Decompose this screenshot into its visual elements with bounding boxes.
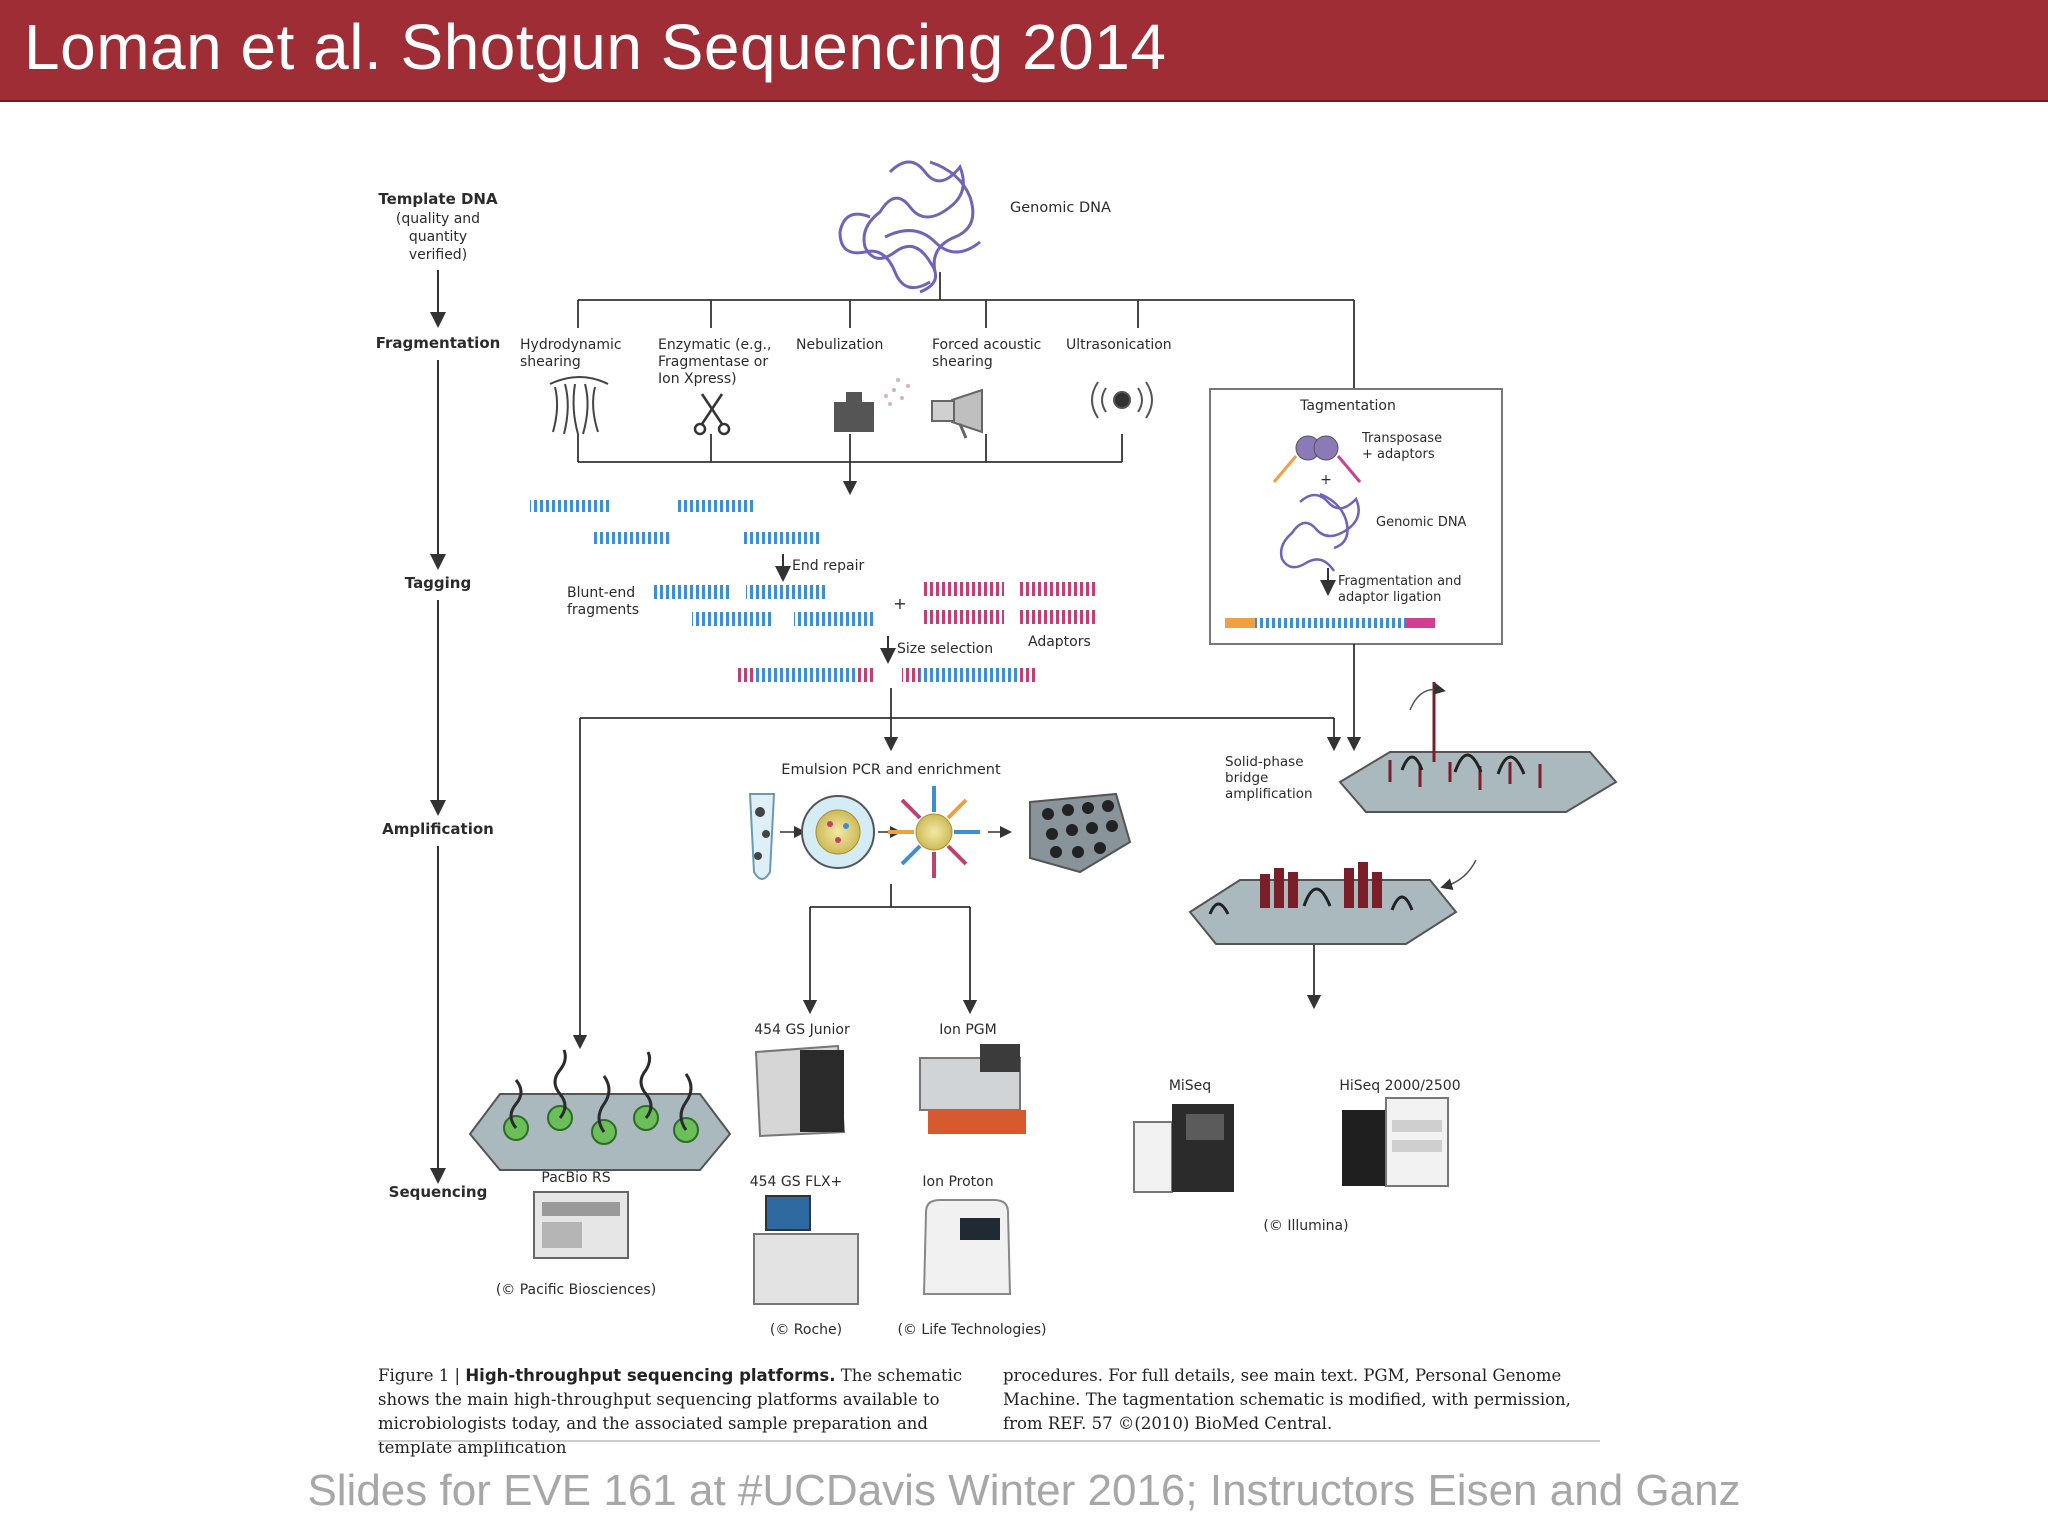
dna-fragments: [530, 500, 822, 544]
credit-pacbio: (© Pacific Biosciences): [496, 1282, 656, 1298]
tagmentation-title: Tagmentation: [1299, 398, 1396, 414]
platform-gs-flx-label: 454 GS FLX+: [750, 1174, 843, 1190]
plus-sign: +: [893, 594, 906, 613]
method-forced-acoustic: shearing: [932, 354, 993, 370]
platform-hiseq-label: HiSeq 2000/2500: [1339, 1078, 1460, 1094]
method-enzymatic: Enzymatic (e.g.,: [658, 337, 771, 353]
platform-gs-junior-label: 454 GS Junior: [754, 1022, 850, 1038]
slide-header: Loman et al. Shotgun Sequencing 2014: [0, 0, 2048, 102]
ion-pgm-instrument: [919, 1044, 1026, 1134]
step-amplification: Amplification: [382, 820, 494, 838]
pacbio-rs-instrument: [533, 1191, 629, 1259]
gs-flx-instrument: [753, 1195, 859, 1305]
method-hydrodynamic: shearing: [520, 354, 581, 370]
shearing-icon: [549, 376, 609, 435]
caption-divider: [378, 1440, 1600, 1442]
flowcell-top: [1338, 682, 1618, 813]
genomic-dna-icon: [1279, 492, 1360, 572]
caption-figure-title: High-throughput sequencing platforms.: [465, 1366, 836, 1385]
method-nebulization: Nebulization: [796, 337, 883, 353]
tagmentation-box: Tagmentation Transposase + adaptors + Ge…: [1209, 388, 1503, 645]
blunt-end-label: Blunt-end: [567, 585, 635, 601]
adaptors-label: Adaptors: [1028, 634, 1091, 650]
slide-footer: Slides for EVE 161 at #UCDavis Winter 20…: [307, 1466, 1741, 1515]
credit-illumina: (© Illumina): [1263, 1218, 1348, 1234]
ultrasound-icon: [1091, 381, 1153, 419]
template-note: quantity: [409, 229, 467, 245]
gs-junior-instrument: [754, 1044, 846, 1138]
genomic-dna-label: Genomic DNA: [1376, 515, 1467, 530]
method-enzymatic: Ion Xpress): [658, 371, 737, 387]
figure-panel: Template DNA (quality and quantity verif…: [330, 122, 1642, 1457]
size-selection-label: Size selection: [897, 641, 993, 657]
caption-right-text: procedures. For full details, see main t…: [1003, 1366, 1571, 1433]
credit-life-technologies: (© Life Technologies): [898, 1322, 1047, 1338]
transposase-label: Transposase: [1361, 431, 1442, 446]
emulsion-pcr-illustration: [748, 786, 1132, 880]
caption-figure-label: Figure 1 |: [378, 1366, 466, 1385]
transposase-label: + adaptors: [1362, 447, 1435, 462]
step-sequencing: Sequencing: [389, 1183, 488, 1201]
method-enzymatic: Fragmentase or: [658, 354, 768, 370]
end-repair-label: End repair: [792, 558, 864, 574]
fragmentation-label: adaptor ligation: [1338, 590, 1441, 605]
transposase-icon: [1272, 435, 1362, 483]
step-tagging: Tagging: [405, 574, 471, 592]
sequencing-workflow-diagram: Template DNA (quality and quantity verif…: [376, 160, 1618, 1338]
step-template-dna: Template DNA: [378, 190, 498, 208]
platform-pacbio-label: PacBio RS: [541, 1170, 610, 1186]
step-column: Template DNA (quality and quantity verif…: [376, 190, 501, 1201]
pacbio-smrt-cell-icon: [468, 1049, 732, 1171]
scissors-icon: [693, 393, 731, 436]
tagged-fragments: [738, 668, 1037, 682]
blunt-end-label: fragments: [567, 602, 639, 618]
platform-ion-proton-label: Ion Proton: [922, 1174, 993, 1190]
method-hydrodynamic: Hydrodynamic: [520, 337, 622, 353]
adaptors: [924, 582, 1098, 624]
blunt-end-fragments: [652, 585, 874, 626]
slide-title: Loman et al. Shotgun Sequencing 2014: [24, 11, 1167, 83]
plus-sign: +: [1320, 472, 1332, 488]
genomic-dna-label: Genomic DNA: [1010, 200, 1111, 216]
method-forced-acoustic: Forced acoustic: [932, 337, 1041, 353]
fragmentation-tree: [577, 272, 1355, 496]
step-fragmentation: Fragmentation: [376, 334, 501, 352]
hiseq-instrument: [1342, 1097, 1449, 1187]
flowcell-bottom: [1188, 862, 1458, 945]
megaphone-icon: [931, 388, 983, 439]
emulsion-pcr-label: Emulsion PCR and enrichment: [781, 762, 1001, 778]
bridge-amp-label: bridge: [1225, 770, 1268, 786]
fragmentation-label: Fragmentation and: [1338, 574, 1462, 589]
caption-left-column: Figure 1 | High-throughput sequencing pl…: [378, 1364, 978, 1460]
amplification-connectors: [572, 644, 1362, 1050]
nebulizer-icon: [834, 378, 910, 432]
bridge-amp-label: amplification: [1225, 786, 1313, 802]
method-ultrasonication: Ultrasonication: [1066, 337, 1172, 353]
template-note: (quality and: [396, 211, 480, 227]
bridge-amp-label: Solid-phase: [1225, 754, 1304, 770]
caption-right-column: procedures. For full details, see main t…: [1003, 1364, 1603, 1436]
credit-roche: (© Roche): [770, 1322, 842, 1338]
genomic-dna-icon: [838, 160, 981, 294]
platform-miseq-label: MiSeq: [1169, 1078, 1211, 1094]
ion-proton-instrument: [922, 1199, 1012, 1295]
miseq-instrument: [1133, 1104, 1234, 1193]
platform-ion-pgm-label: Ion PGM: [939, 1022, 996, 1038]
template-note: verified): [409, 247, 467, 263]
caption-left-text: The schematic shows the main high-throug…: [378, 1366, 963, 1457]
